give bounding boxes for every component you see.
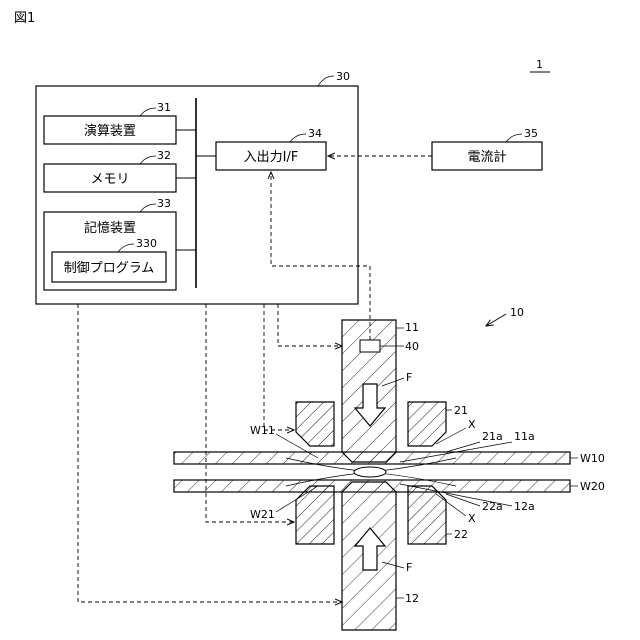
memory-ref: 32 (157, 149, 171, 162)
lower-contact-ref: W21 (250, 508, 275, 521)
io-interface-ref: 34 (308, 127, 322, 140)
upper-electrode-ref: 11 (405, 321, 419, 334)
sensor-ref: 40 (405, 340, 419, 353)
upper-holder-face-ref: 21a (482, 430, 503, 443)
lower-holder-face-leader (446, 494, 480, 506)
compute-unit-label: 演算装置 (84, 123, 136, 139)
lower-force-label: F (406, 561, 412, 574)
storage-ref: 33 (157, 197, 171, 210)
compute-ref: 31 (157, 101, 171, 114)
lower-holder-ref: 22 (454, 528, 468, 541)
lower-holder-left (296, 486, 334, 544)
upper-electrode-control-line (278, 304, 342, 346)
gap-upper-label: X (468, 418, 476, 431)
system-ref: 1 (536, 58, 543, 71)
workpiece-upper-ref: W10 (580, 452, 605, 465)
upper-contact-ref: W11 (250, 424, 275, 437)
ammeter-leader (506, 134, 522, 142)
workpiece-lower-ref: W20 (580, 480, 605, 493)
controller-ref: 30 (336, 70, 350, 83)
storage-label: 記憶装置 (84, 220, 136, 236)
welder-ref-arrow (486, 314, 506, 326)
io-interface-label: 入出力I/F (244, 150, 299, 165)
upper-force-label: F (406, 371, 412, 384)
sensor (360, 340, 380, 352)
lower-electrode-ref: 12 (405, 592, 419, 605)
upper-holder-right (408, 402, 446, 446)
memory-label: メモリ (90, 172, 129, 187)
upper-holder-ref: 21 (454, 404, 468, 417)
gap-lower-label: X (468, 512, 476, 525)
controller-leader (318, 76, 334, 86)
lower-holder-right (408, 486, 446, 544)
figure-label: 図1 (14, 11, 35, 26)
upper-holder-left (296, 402, 334, 446)
ammeter-label: 電流計 (467, 149, 506, 165)
weld-nugget (354, 467, 386, 477)
upper-tip-ref: 11a (514, 430, 535, 443)
control-program-label: 制御プログラム (64, 261, 155, 276)
control-program-ref: 330 (136, 237, 157, 250)
workpiece-upper (174, 452, 570, 464)
lower-tip-ref: 12a (514, 500, 535, 513)
ammeter-ref: 35 (524, 127, 538, 140)
upper-holder-control-line (264, 304, 294, 430)
welder-ref: 10 (510, 306, 524, 319)
